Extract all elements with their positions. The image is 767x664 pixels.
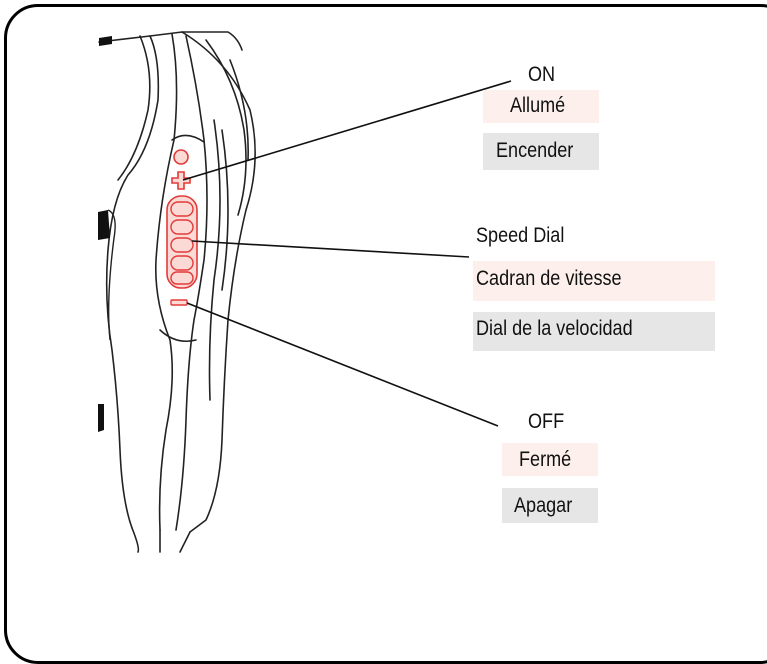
minus-icon[interactable] xyxy=(171,300,187,305)
label-off-spanish: Apagar xyxy=(514,495,572,516)
label-on-english: ON xyxy=(528,64,555,85)
label-speed-spanish: Dial de la velocidad xyxy=(476,318,633,339)
label-on-french: Allumé xyxy=(510,95,565,116)
diagram-stage: ON Allumé Encender Speed Dial Cadran de … xyxy=(0,0,767,650)
label-off-english: OFF xyxy=(528,411,564,432)
device-body-outline xyxy=(99,32,255,552)
label-speed-french: Cadran de vitesse xyxy=(476,268,622,289)
indicator-dot-icon xyxy=(174,150,188,164)
speed-dial-wheel[interactable] xyxy=(167,196,197,288)
label-speed-english: Speed Dial xyxy=(476,225,564,246)
label-off-french: Fermé xyxy=(519,449,571,470)
leader-line-off xyxy=(187,303,498,426)
leader-lines xyxy=(183,81,511,426)
label-on-spanish: Encender xyxy=(496,140,573,161)
plus-icon[interactable] xyxy=(172,172,190,189)
leader-line-on xyxy=(183,81,511,180)
leader-line-speed xyxy=(192,241,469,257)
